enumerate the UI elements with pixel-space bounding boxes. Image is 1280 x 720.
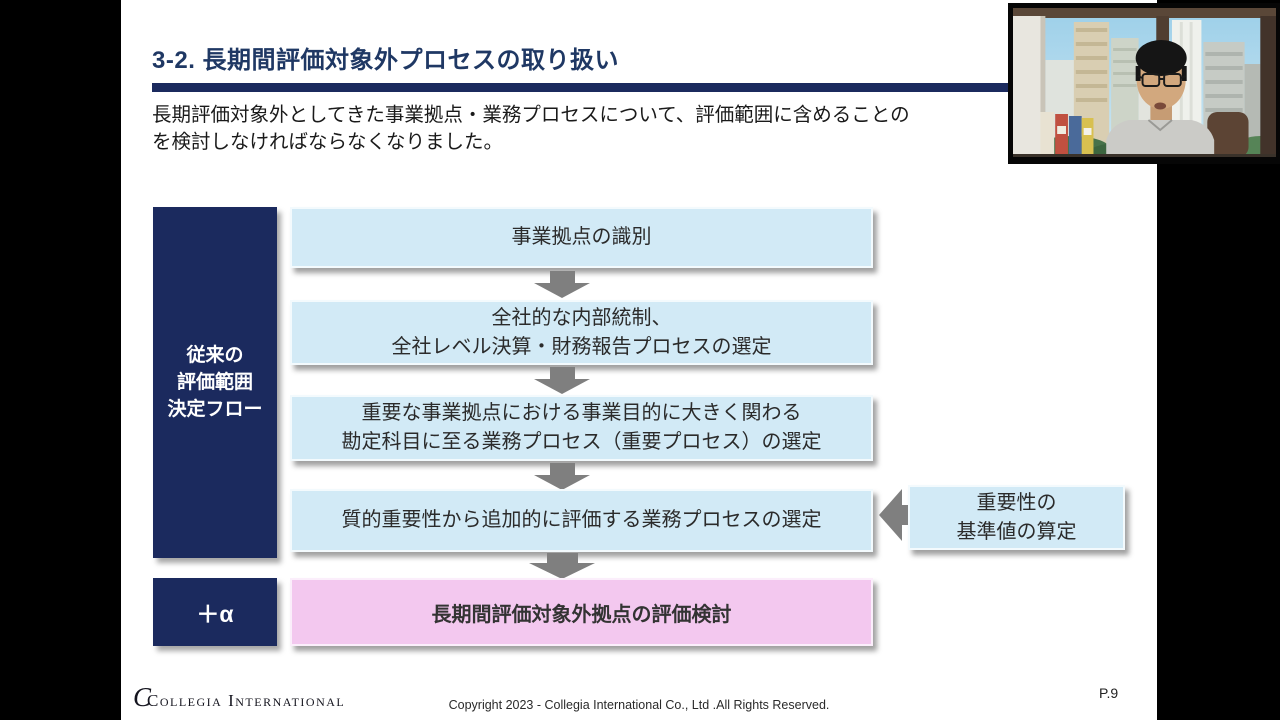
presenter-hair <box>1135 40 1187 76</box>
intro-line-1: 長期評価対象外としてきた事業拠点・業務プロセスについて、評価範囲に含めることの <box>152 104 910 126</box>
presenter-shirt <box>1106 120 1215 157</box>
heading-underline <box>152 83 1156 92</box>
arrow-stem <box>549 463 575 475</box>
arrow-stem <box>546 553 578 563</box>
arrow-head <box>879 489 902 541</box>
flow-step-text: 勘定科目に至る業務プロセス（重要プロセス）の選定 <box>341 431 822 453</box>
flow-step-text: 重要な事業拠点における事業目的に大きく関わる <box>361 402 802 424</box>
flow-step-text: 全社レベル決算・財務報告プロセスの選定 <box>391 335 772 358</box>
arrow-stem <box>549 271 575 283</box>
sideburn <box>1135 66 1141 81</box>
legacy-flow-label-line: 決定フロー <box>167 399 263 420</box>
down-arrow-icon <box>534 463 590 490</box>
legacy-flow-label-box: 従来の 評価範囲 決定フロー <box>153 207 277 558</box>
final-step-text: 長期間評価対象外拠点の評価検討 <box>431 603 732 626</box>
page-number: P.9 <box>1099 685 1119 701</box>
presenter-figure <box>1106 40 1215 157</box>
presenter-mouth <box>1154 102 1167 110</box>
flow-step-text: 質的重要性から追加的に評価する業務プロセスの選定 <box>341 509 822 531</box>
arrow-head <box>534 379 590 394</box>
final-step-box: 長期間評価対象外拠点の評価検討 <box>290 578 873 646</box>
materiality-note-box: 重要性の 基準値の算定 <box>908 485 1125 550</box>
plus-alpha-box: ＋α <box>153 578 277 646</box>
legacy-flow-label-line: 従来の <box>186 345 244 366</box>
logo-name: Collegia International <box>147 691 346 710</box>
flow-step-text: 全社的な内部統制、 <box>491 306 672 329</box>
plus-alpha-label: ＋α <box>196 601 234 627</box>
slide-heading: 3-2. 長期間評価対象外プロセスの取り扱い <box>152 47 620 74</box>
books <box>1040 112 1094 154</box>
logo-monogram: C <box>133 682 152 712</box>
company-logo: C Collegia International <box>133 682 345 713</box>
flow-step-box-2: 全社的な内部統制、 全社レベル決算・財務報告プロセスの選定 <box>290 300 873 365</box>
materiality-note-line: 基準値の算定 <box>956 520 1077 543</box>
sill-shadow <box>1013 154 1276 157</box>
shirt-collar <box>1147 119 1173 132</box>
intro-line-2: を検討しなければならなくなりました。 <box>152 131 504 153</box>
copyright-text: Copyright 2023 - Collegia International … <box>448 698 830 712</box>
down-arrow-icon <box>534 271 590 298</box>
arrow-head <box>534 475 590 490</box>
presenter-webcam <box>1008 3 1280 164</box>
flow-step-text: 事業拠点の識別 <box>511 226 652 248</box>
intro-text: 長期評価対象外としてきた事業拠点・業務プロセスについて、評価範囲に含めることの … <box>152 102 1162 156</box>
left-arrow-icon <box>879 489 911 541</box>
arrow-stem <box>549 367 575 379</box>
webcam-video <box>1013 8 1276 157</box>
chair <box>1207 112 1249 157</box>
flow-step-box-3: 重要な事業拠点における事業目的に大きく関わる 勘定科目に至る業務プロセス（重要プ… <box>290 395 873 461</box>
glasses-icon <box>1137 73 1187 87</box>
sideburn <box>1181 66 1187 81</box>
legacy-flow-label-line: 評価範囲 <box>176 372 253 393</box>
arrow-head <box>529 563 595 579</box>
arrow-head <box>534 283 590 298</box>
flow-step-box-1: 事業拠点の識別 <box>290 207 873 268</box>
down-arrow-icon <box>529 553 595 579</box>
materiality-note-line: 重要性の <box>976 491 1057 514</box>
slide: 3-2. 長期間評価対象外プロセスの取り扱い 長期評価対象外としてきた事業拠点・… <box>121 0 1157 720</box>
presenter-neck <box>1150 104 1172 124</box>
flow-step-box-4: 質的重要性から追加的に評価する業務プロセスの選定 <box>290 489 873 552</box>
arrow-stem <box>902 505 911 525</box>
down-arrow-icon <box>534 367 590 394</box>
